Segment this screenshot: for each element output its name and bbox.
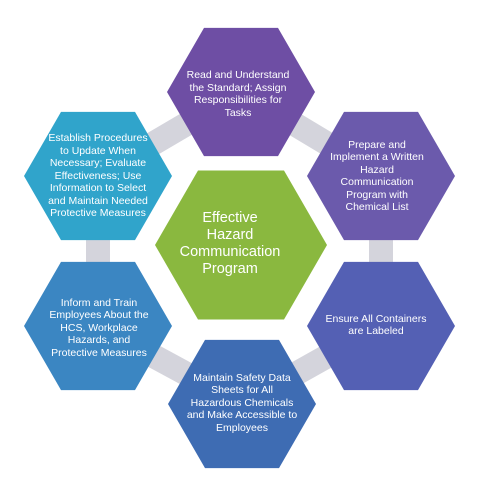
step-3-label: Ensure All Containers are Labeled [325,312,427,338]
step-4-hex [168,339,316,469]
step-5-label: Inform and Train Employees About the HCS… [49,296,149,359]
center-hex [155,170,327,320]
step-5-hex [24,261,172,391]
step-6-label: Establish Procedures to Update When Nece… [48,132,148,220]
step-2-label: Prepare and Implement a Written Hazard C… [330,138,424,214]
step-1-label: Read and Understand the Standard; Assign… [186,69,290,119]
step-6-hex [24,111,172,241]
hexagons [24,27,455,469]
step-2-hex [307,111,455,241]
step-3-hex [307,261,455,391]
center-hex-label: Effective Hazard Communication Program [179,210,281,277]
step-4-label: Maintain Safety Data Sheets for All Haza… [186,371,298,434]
step-1-hex [167,27,315,157]
